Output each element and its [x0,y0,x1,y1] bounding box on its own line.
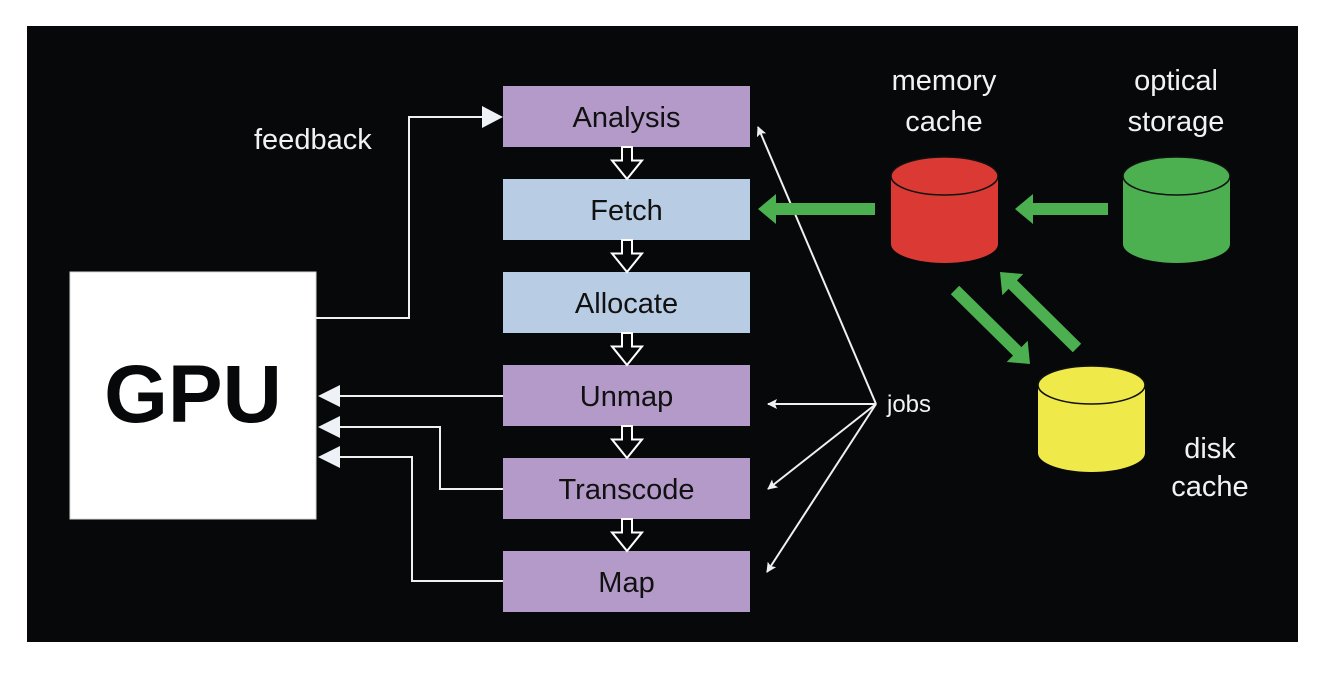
jobs-to-map-arrow [766,403,877,573]
stage-transcode: Transcode [503,458,750,519]
jobs-to-transcode-arrow [767,403,877,490]
memory-to-fetch-arrow-icon [758,194,875,224]
memory-cache-label-line2: cache [905,106,982,138]
stage-allocate: Allocate [503,272,750,333]
memory-cache-cylinder [890,156,999,263]
disk-cache-label-line1: disk [1184,433,1236,465]
memory-cache-top [890,156,999,196]
feedback-label: feedback [254,124,372,156]
down-arrow-icon [609,239,645,274]
stage-transition-arrows [609,146,645,553]
stage-analysis: Analysis [503,86,750,147]
optical-storage-label-line1: optical [1134,65,1218,97]
map-to-gpu-arrowhead-icon [318,446,340,468]
feedback-arrowhead-icon [482,106,503,128]
stage-fetch-label: Fetch [590,195,663,227]
stage-allocate-label: Allocate [575,288,678,320]
map-to-gpu-line [340,456,503,582]
transcode-to-gpu-line [340,426,503,490]
stage-analysis-box [503,86,750,147]
memory-cache-label-line1: memory [892,65,997,97]
stage-transcode-label: Transcode [559,474,695,506]
gpu-return-connectors [318,385,503,582]
disk-to-memory-arrow-icon [1000,272,1082,353]
jobs-to-analysis-arrow [756,126,877,405]
down-arrow-icon [609,425,645,460]
gpu-label: GPU [104,349,282,440]
disk-cache-cylinder [1037,365,1146,472]
optical-storage-body [1123,176,1230,263]
storage-flow-arrows [758,194,1108,364]
optical-storage-top [1122,156,1231,196]
down-arrow-icon [609,146,645,181]
down-arrow-icon [609,332,645,367]
disk-cache-top [1037,365,1146,405]
transcode-to-gpu-arrowhead-icon [318,416,340,438]
jobs-label: jobs [886,391,931,418]
stage-unmap: Unmap [503,365,750,426]
memory-cache-body [891,176,998,263]
stage-unmap-box [503,365,750,426]
feedback-line [316,116,482,319]
stage-map-box [503,551,750,612]
stage-transcode-box [503,458,750,519]
stage-fetch-box [503,179,750,240]
optical-to-memory-arrow-icon [1015,194,1108,224]
gpu-box [69,271,317,520]
jobs-fan: jobs [756,126,931,573]
optical-storage-cylinder [1122,156,1231,263]
gpu-block: GPU [69,271,317,520]
stage-map: Map [503,551,750,612]
disk-cache-label-line2: cache [1171,471,1248,503]
stage-map-label: Map [598,567,654,599]
stage-fetch: Fetch [503,179,750,240]
stage-allocate-box [503,272,750,333]
disk-cache-body [1038,385,1145,472]
stage-analysis-label: Analysis [573,102,681,134]
memory-to-disk-arrow-icon [950,285,1030,364]
feedback-connector: feedback [254,106,503,319]
optical-storage-label-line2: storage [1128,106,1225,138]
stage-unmap-label: Unmap [580,381,674,413]
unmap-to-gpu-arrowhead-icon [318,385,340,407]
down-arrow-icon [609,518,645,553]
